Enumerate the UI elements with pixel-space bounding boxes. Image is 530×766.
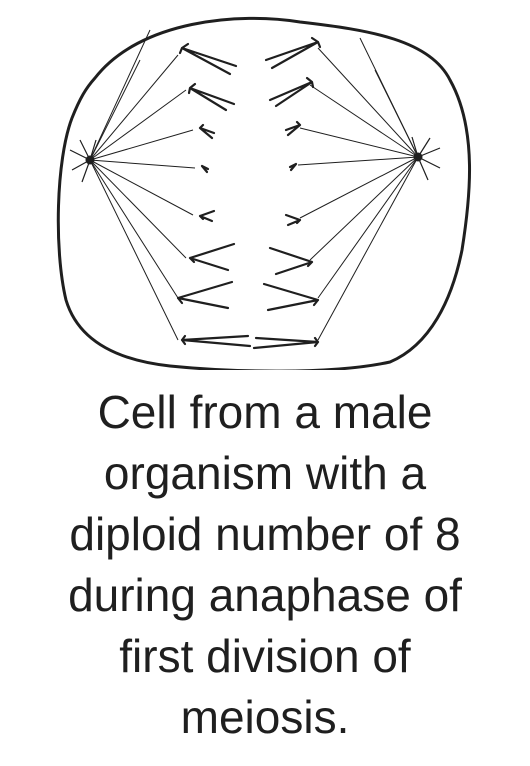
caption-line-3: diploid number of 8 [69, 508, 461, 560]
chromosome-right-7 [262, 282, 320, 312]
caption-line-1: Cell from a male [97, 386, 433, 438]
chromosome-left-6 [188, 242, 236, 272]
diagram-caption: Cell from a male organism with a diploid… [20, 382, 510, 748]
chromosome-left-5 [198, 209, 216, 223]
chromosome-left-8 [180, 334, 252, 348]
chromosome-right-5 [284, 213, 302, 227]
chromosome-left-1 [178, 42, 238, 76]
caption-line-2: organism with a [103, 447, 427, 499]
right-aster [411, 136, 441, 181]
caption-line-5: first division of [119, 630, 411, 682]
chromosome-right-1 [264, 36, 322, 70]
chromosome-right-8 [252, 336, 320, 350]
left-spindle-fibers [89, 29, 196, 341]
cell-membrane [56, 16, 471, 370]
caption-line-4: during anaphase of [68, 569, 462, 621]
chromosome-left-7 [176, 280, 234, 310]
chromosome-left-2 [187, 82, 236, 112]
chromosome-left-4 [200, 164, 210, 174]
left-aster [69, 139, 97, 183]
cell-diagram [56, 16, 471, 370]
right-chromosomes [252, 36, 322, 350]
left-chromosomes [176, 42, 252, 348]
chromosome-right-3 [284, 120, 302, 137]
caption-line-6: meiosis. [180, 691, 350, 743]
chromosome-right-4 [288, 162, 298, 172]
chromosome-left-3 [198, 123, 216, 140]
right-spindle-fibers [297, 37, 419, 341]
chromosome-right-2 [268, 76, 315, 108]
chromosome-right-6 [268, 246, 314, 276]
